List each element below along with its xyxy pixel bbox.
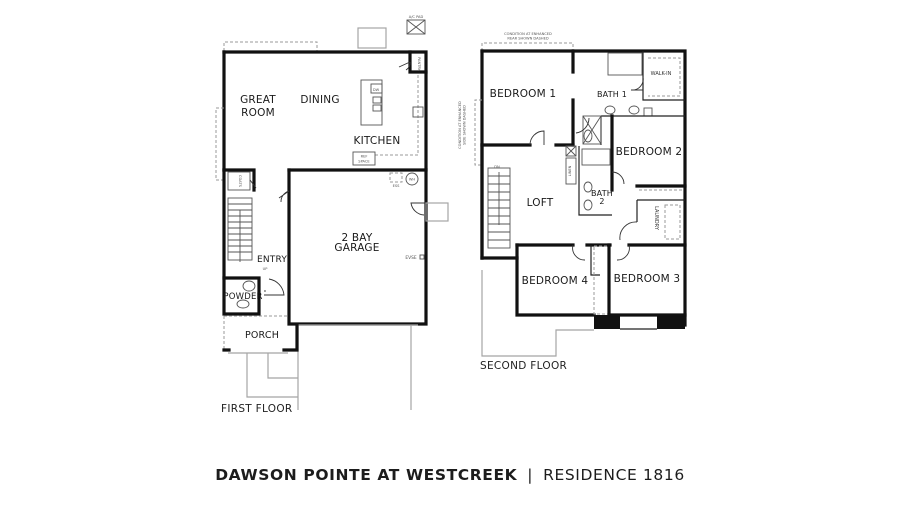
- first-floor-label: FIRST FLOOR: [221, 403, 293, 415]
- dw-label: DW: [373, 88, 380, 92]
- pantry-label: PANTRY: [417, 57, 421, 72]
- cooktop: [412, 106, 424, 118]
- garage-walls: [287, 168, 428, 326]
- powder-walls: [222, 276, 261, 316]
- laundry-label: LAUNDRY: [653, 206, 659, 231]
- side-note-line2: SIDE SHOWN DASHED: [463, 105, 467, 145]
- bedroom3-label: BEDROOM 3: [614, 273, 681, 285]
- walkin-label: WALK-IN: [651, 71, 672, 77]
- dining-label: DINING: [300, 94, 339, 106]
- evse-label: EVSE: [405, 255, 417, 261]
- powder-label: POWDER: [223, 292, 262, 302]
- dn-label: DN: [494, 165, 500, 169]
- entry-label: ENTRY: [257, 255, 287, 265]
- bath2-label-2: 2: [599, 197, 604, 206]
- water-heater-icon: [405, 172, 419, 186]
- rear-note-line1: CONDITION AT ENHANCED: [504, 32, 552, 36]
- kitchen-island: [360, 79, 383, 126]
- bedroom4-label: BEDROOM 4: [522, 275, 589, 287]
- linen-label: LINEN: [568, 165, 572, 176]
- second-floor-plan: CONDITION AT ENHANCED REAR SHOWN DASHED …: [458, 32, 687, 372]
- ac-pad-icon: [406, 19, 426, 35]
- side-note-line1: CONDITION AT ENHANCED: [458, 101, 462, 149]
- title-separator: |: [527, 466, 534, 484]
- rear-note-line2: REAR SHOWN DASHED: [507, 37, 548, 41]
- up-label: UP: [263, 267, 269, 271]
- plan-title: DAWSON POINTE AT WESTCREEK | RESIDENCE 1…: [0, 466, 900, 484]
- garage-label-2: GARAGE: [334, 242, 379, 254]
- residence-name: RESIDENCE 1816: [543, 466, 685, 484]
- bathtub: [581, 148, 611, 166]
- evse-icon: [419, 254, 425, 260]
- porch-label: PORCH: [245, 330, 279, 341]
- ac-pad-label: A/C PAD: [409, 15, 424, 19]
- ess-label: ESS: [393, 184, 401, 188]
- bath1-label: BATH 1: [597, 90, 627, 99]
- second-floor-outer-wall: [480, 49, 687, 327]
- great-room-label-2: ROOM: [241, 107, 275, 119]
- bedroom2-label: BEDROOM 2: [616, 146, 683, 158]
- loft-label: LOFT: [527, 197, 554, 209]
- garage-label-1: 2 BAY: [341, 232, 372, 244]
- coats-label: COATS: [238, 175, 242, 188]
- first-floor-plan: A/C PAD PANTRY DW REF SPACE GREAT ROOM D…: [215, 15, 449, 415]
- community-name: DAWSON POINTE AT WESTCREEK: [215, 466, 518, 484]
- ref-space-label-2: SPACE: [358, 160, 370, 164]
- bedroom1-label: BEDROOM 1: [490, 88, 557, 100]
- bath2-label-1: BATH: [591, 189, 613, 198]
- second-floor-label: SECOND FLOOR: [480, 360, 567, 372]
- ref-space-label-1: REF: [361, 155, 368, 159]
- kitchen-label: KITCHEN: [354, 135, 401, 147]
- wh-label: WH: [409, 178, 416, 182]
- great-room-label-1: GREAT: [240, 94, 276, 106]
